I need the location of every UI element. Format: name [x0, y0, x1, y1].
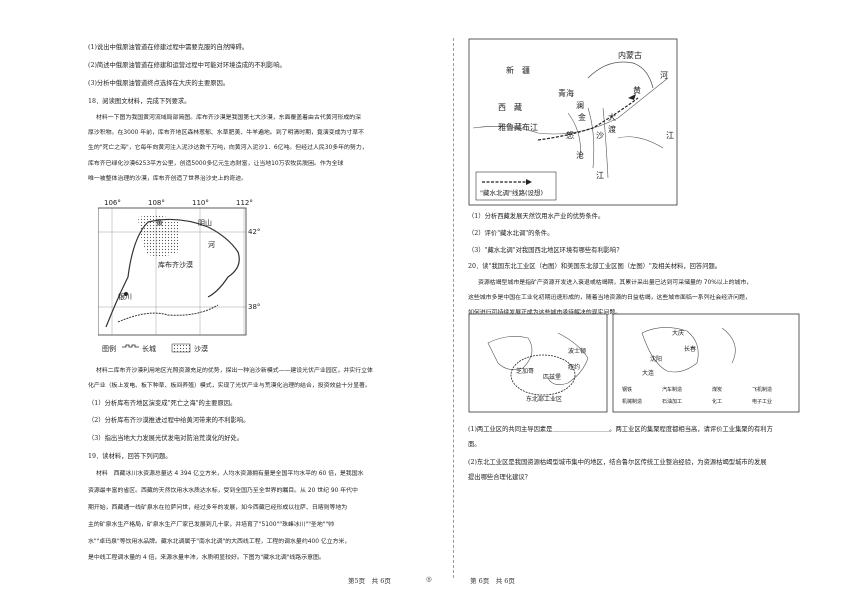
- xizang-label: 西 藏: [498, 102, 522, 112]
- q19-material-line1: 材料 西藏冰川水资源总量达 4 394 亿立方米，人均水资源拥有量是全国平均水平…: [96, 471, 364, 477]
- yinshan-label: 阴山: [198, 218, 212, 227]
- q20-material-line1: 资源枯竭型城市是指矿产资源开发进入衰退或枯竭期，其累计采出量已达到可采储量的 7…: [478, 280, 753, 286]
- q19-material-line4: 主的矿泉水生产格局，矿泉水生产厂家已发展到几十家，并培育了"5100""珠峰冰川…: [88, 522, 335, 528]
- us-region-label: 东北部工业区: [526, 395, 562, 403]
- q19-title: 19．读材料，回答下列问题。: [88, 453, 172, 460]
- lon-110: 110°: [192, 199, 209, 207]
- q19-material-line6: 是中线工程调水量的 4 倍，来源水量丰沛，水质明显较好。下图为"藏水北调"线路示…: [88, 555, 325, 561]
- sha-label: 沙: [596, 131, 604, 140]
- jiang-label: 江: [666, 131, 674, 140]
- q17-sub-1: (1)说出中俄原油管道在修建过程中需要克服的自然障碍。: [88, 44, 249, 51]
- jiang3-label: 江: [596, 171, 604, 180]
- legend-chem: 化工: [712, 398, 722, 405]
- legend-wall: 长城: [142, 344, 156, 353]
- huang-label-2: 黄: [633, 85, 641, 95]
- q19-sub-3: （3）"藏水北调"对我国西北地区环境有哪些有利影响？: [468, 247, 623, 254]
- q19-sub-2: （2）评价"藏水北调"的条件。: [468, 230, 554, 237]
- page-divider: [453, 38, 454, 578]
- china-northeast-industrial-map: 大庆 长春 沈阳 大连 钢铁 汽车制造 煤炭 飞机制造 机械制造 石油加工 化工…: [612, 313, 800, 413]
- dalian-label: 大连: [642, 369, 654, 377]
- q18-material1-line4: 库布齐已绿化沙漠6253平方公里，创造5000多亿元生态财富，让当地10万农牧民…: [88, 161, 344, 167]
- q18-material1-line1: 材料一下图为我国黄河流域局部简图。库布齐沙漠是我国第七大沙漠，东面覆盖着由古代黄…: [96, 115, 362, 121]
- legend-auto: 汽车制造: [662, 386, 682, 393]
- legend-sand: 沙漠: [194, 344, 208, 353]
- du-label: 渡: [608, 124, 616, 134]
- q18-material2-line1: 材料二库布齐沙漠利用地区光照资源充足的优势，探出一种治沙新模式——建设光伏产业园…: [96, 368, 373, 374]
- q18-material2-line2: 化产业（板上发电、板下种草、板间养殖）模式，实现了光伏产业与荒漠化治理的结合，投…: [88, 383, 371, 389]
- lat-38: 38°: [248, 303, 260, 311]
- neimenggu-label: 内蒙古: [618, 50, 642, 60]
- q18-material1-line2: 厚沙积物。在3000 年前，库布齐地区森林葱郁、水草肥美、牛羊遍地。到了明清时期…: [88, 130, 365, 136]
- lat-42: 42°: [248, 228, 260, 236]
- q17-sub-3: (3)分析中俄原油管道终点选择在大庆的主要原因。: [88, 80, 230, 87]
- yalu-label: 雅鲁藏布江: [498, 122, 538, 132]
- lon-106: 106°: [104, 199, 121, 207]
- lon-108: 108°: [148, 199, 165, 207]
- jin-label: 金: [578, 112, 586, 122]
- legend-coal: 煤炭: [712, 386, 722, 393]
- huang-label: 黄: [156, 218, 163, 227]
- boston-label: 波士顿: [568, 347, 586, 355]
- yellow-river-map: 106° 108° 110° 112° 42° 38° 阴山 黄 河 库布齐沙漠…: [98, 199, 260, 353]
- he-label-2: 河: [660, 70, 668, 80]
- he-label: 河: [208, 241, 215, 249]
- q20-sub-2-line1: (2)东北工业区是我国资源枯竭型城市集中的地区，结合鲁尔区传统工业整治经验，为资…: [468, 459, 767, 466]
- q20-sub-2-line2: 提出哪些合理化建议？: [468, 474, 531, 481]
- legend-electronics: 电子工业: [752, 398, 772, 405]
- q18-sub-3: （3）指出当地大力发展光伏发电对防治荒漠化的好处。: [88, 435, 244, 442]
- footer-right-page: 第 6页 共 6页: [470, 577, 515, 585]
- q20-material-line2: 这些城市多是中国在工业化初期迅速形成的，随着当地资源的日益枯竭，这些城市面临一系…: [468, 295, 751, 301]
- q19-material-line3: 期开始，西藏通一线矿泉水在拉萨问世，经过多年的发展，如今西藏已经形成以拉萨、日喀…: [88, 505, 348, 511]
- changchun-label: 长春: [684, 345, 696, 353]
- newyork-label: 纽约: [568, 363, 580, 371]
- legend-oil: 石油加工: [662, 398, 682, 405]
- q20-sub-1-line2: 面。: [468, 441, 481, 448]
- footer-mid: ◎: [426, 575, 432, 583]
- cang-label: 沧: [576, 150, 584, 160]
- footer-left-page: 第5页 共 6页: [348, 577, 391, 585]
- desert-label: 库布齐沙漠: [158, 260, 193, 269]
- yinchuan-label: 银川: [118, 292, 132, 301]
- legend-steel: 钢铁: [622, 386, 632, 393]
- us-northeast-industrial-map: 芝加哥 匹兹堡 波士顿 纽约 东北部工业区: [468, 313, 608, 413]
- q19-material-line2: 资源最丰富的省区。西藏的天然饮用水水质达水标，受到全国乃至全世界的瞩目。从 20…: [88, 488, 358, 494]
- left-page: (1)说出中俄原油管道在修建过程中需要克服的自然障碍。 (2)简述中俄原油管道在…: [88, 44, 373, 561]
- q20-title: 20．读"我国东北工业区（右图）和美国东北部工业区图（左图）"及相关材料，回答问…: [468, 263, 722, 270]
- chicago-label: 芝加哥: [516, 367, 534, 375]
- lan-label: 澜: [576, 101, 584, 110]
- shenyang-label: 沈阳: [650, 355, 662, 363]
- q19-sub-1: （1）分析西藏发展天然饮用水产业的优势条件。: [468, 213, 605, 220]
- qinghai-label: 青海: [558, 88, 574, 98]
- right-page: 新 疆 内蒙古 青海 西 藏 雅鲁藏布江 澜 怒 金 沧 沙 黄 河 江 大 渡…: [456, 0, 860, 608]
- q18-material1-line3: 生的"死亡之海"，它每年向黄河注入泥沙达数千万吨，向黄河入泥沙1．6亿吨。但经过…: [88, 145, 368, 151]
- legend-title: 图例: [102, 344, 116, 353]
- daqing-label: 大庆: [672, 329, 684, 337]
- q18-title: 18．阅读图文材料，完成下列要求。: [88, 98, 191, 105]
- xinjiang-label: 新 疆: [506, 65, 530, 75]
- q18-sub-2: （2）分析库布齐沙漠推进过程中给黄河带来的不利影响。: [88, 417, 250, 424]
- tibet-water-diversion-map: 新 疆 内蒙古 青海 西 藏 雅鲁藏布江 澜 怒 金 沧 沙 黄 河 江 大 渡…: [468, 38, 678, 206]
- q18-sub-1: （1）分析库布齐地区演变成"死亡之海"的主要原因。: [88, 400, 237, 407]
- q19-material-line5: 水""卓玛泉"等饮用水品牌。藏水北调属于"南水北调"的大西线工程，工程的调水量约…: [88, 539, 351, 545]
- nu-label: 怒: [566, 130, 574, 140]
- q20-material-line3: 如何进行可持续发展正成为这些城市亟待解决的现实问题。: [468, 310, 622, 316]
- da-label: 大: [608, 112, 616, 122]
- pittsburgh-label: 匹兹堡: [543, 373, 561, 381]
- lon-112: 112°: [236, 199, 253, 207]
- map2-legend: "藏水北调"线路(设想): [480, 188, 543, 197]
- legend-aircraft: 飞机制造: [752, 386, 772, 393]
- legend-machinery: 机械制造: [622, 398, 642, 405]
- q17-sub-2: (2)简述中俄原油管道在修建和运营过程中可能对环境造成的不利影响。: [88, 62, 286, 69]
- q18-material1-line5: 唯一被整体治理的沙漠，库布齐创造了世界治沙史上的奇迹。: [88, 176, 248, 182]
- q20-sub-1-line1: (1)两工业区的共同主导因素是＿＿＿＿＿＿＿＿＿。两工业区的集聚程度都相当高，请…: [468, 426, 773, 433]
